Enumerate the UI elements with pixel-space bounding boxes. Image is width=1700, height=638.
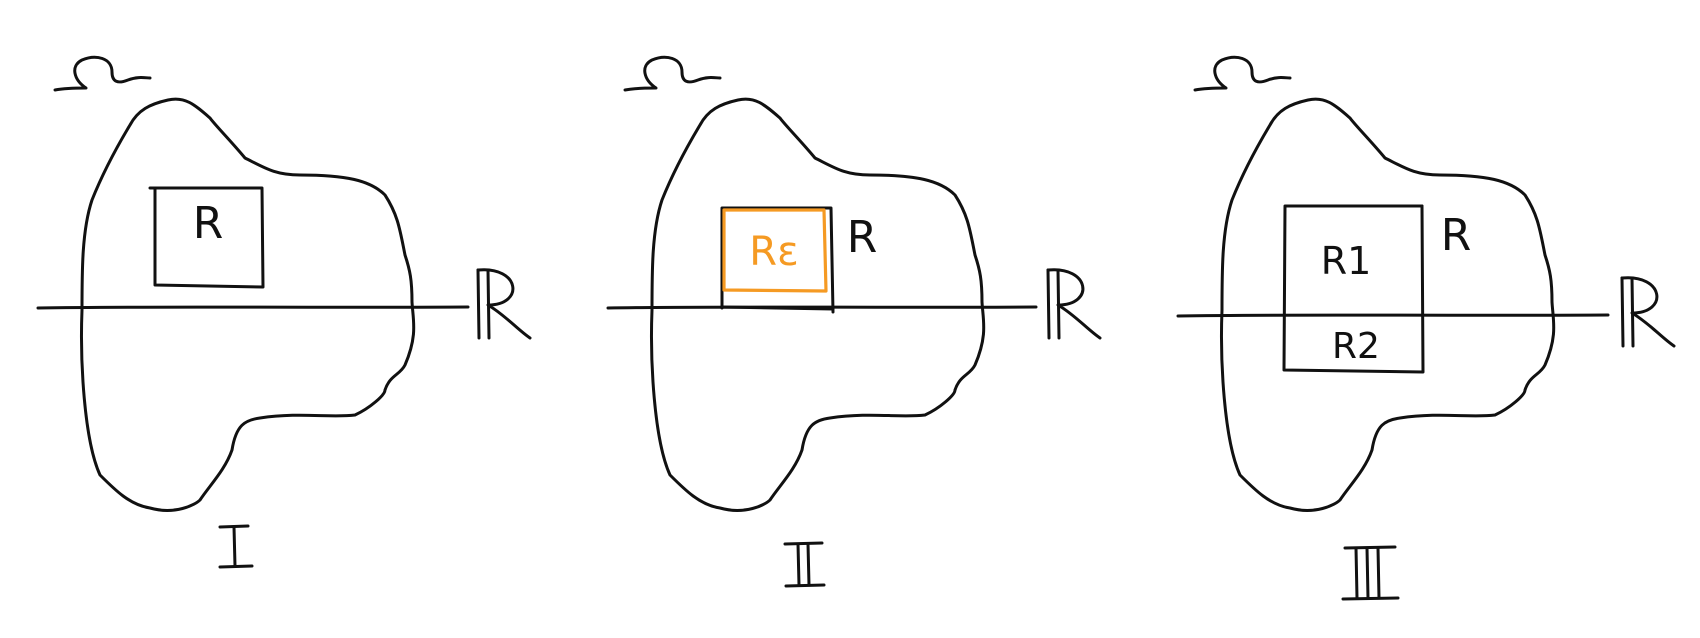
omega-glyph (53, 55, 152, 92)
real-label-3: ℝ (1648, 312, 1649, 314)
real-line (1176, 313, 1610, 318)
rectangle-r (153, 186, 265, 289)
omega-label-3: Ω (1240, 71, 1241, 73)
rectangle-r-epsilon-label: Rε (749, 229, 798, 275)
numeral-label-2: II (804, 565, 805, 567)
panel-1: R (36, 55, 532, 569)
real-numbers-symbol (1620, 276, 1676, 348)
panel-2: Rε R (606, 55, 1102, 588)
rectangle-r1-label: R1 (1321, 239, 1372, 283)
rectangle-r-epsilon (722, 208, 828, 293)
numeral-3 (1341, 545, 1400, 601)
omega-glyph (1193, 55, 1292, 92)
symbol-text-carriers: Ω Ω Ω ℝ ℝ ℝ I II III (100, 71, 1649, 575)
omega-glyph (623, 55, 722, 92)
rectangle-r-label: R (193, 198, 224, 249)
rectangle-r2-label: R2 (1332, 326, 1380, 367)
omega-label-1: Ω (100, 71, 101, 73)
domain-omega-blob (1220, 97, 1556, 512)
rectangle-r-label: R (1441, 210, 1472, 261)
rectangle-r-label: R (847, 212, 878, 263)
real-numbers-symbol (1046, 268, 1102, 340)
numeral-label-3: III (1368, 573, 1370, 575)
real-line (36, 305, 470, 310)
rectangle-r (720, 206, 835, 314)
numeral-2 (783, 541, 826, 588)
real-label-2: ℝ (1075, 304, 1076, 306)
panel-3: R1 R2 R (1176, 55, 1676, 601)
domain-omega-blob (650, 97, 986, 512)
omega-label-2: Ω (670, 71, 671, 73)
numeral-1 (218, 524, 254, 569)
real-label-1: ℝ (505, 304, 506, 306)
rectangle-r (1282, 204, 1425, 374)
real-numbers-symbol (476, 268, 532, 340)
domain-omega-blob (80, 97, 416, 512)
